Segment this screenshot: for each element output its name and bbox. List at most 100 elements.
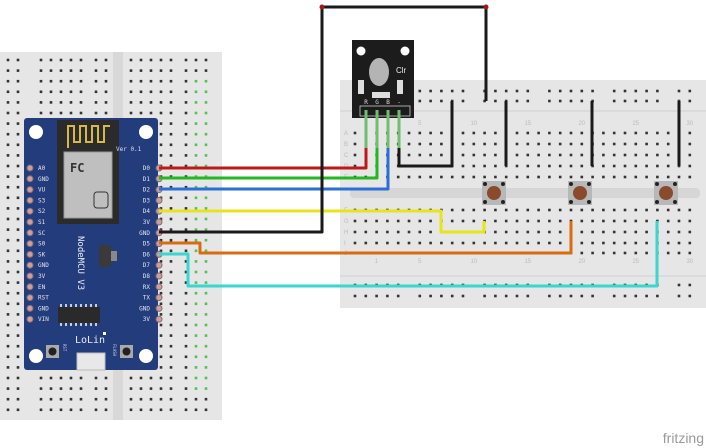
hole	[159, 291, 163, 295]
hole	[49, 58, 53, 62]
push-button-cap[interactable]	[573, 186, 587, 200]
rail-hole	[688, 294, 692, 298]
hole	[6, 228, 10, 231]
hole	[94, 90, 98, 94]
hole	[59, 376, 63, 380]
hole	[159, 249, 163, 253]
hole	[204, 132, 208, 136]
rail-hole	[515, 294, 519, 298]
hole	[204, 270, 208, 274]
hole	[580, 230, 584, 234]
chip-pin	[85, 304, 87, 307]
hole	[129, 397, 133, 401]
hole	[169, 122, 173, 125]
hole	[386, 230, 389, 234]
hole	[591, 251, 594, 255]
hole	[353, 153, 357, 157]
hole	[6, 154, 10, 157]
hole	[169, 217, 173, 221]
hole	[204, 228, 208, 231]
hole	[59, 408, 63, 412]
red-wire-d0	[159, 146, 368, 170]
chip-pin	[85, 323, 87, 326]
hole	[6, 101, 10, 104]
pin-hole	[26, 186, 34, 194]
hole	[169, 260, 173, 263]
hole	[612, 241, 616, 245]
hole	[591, 219, 594, 223]
pin-label: 3V	[143, 316, 151, 323]
hole	[194, 302, 198, 306]
hole	[6, 344, 10, 348]
hole	[129, 111, 133, 115]
hole	[461, 219, 465, 223]
rail-hole	[494, 99, 497, 103]
hole	[645, 175, 648, 179]
hole	[184, 101, 188, 104]
hole	[69, 408, 73, 412]
pin-label: GND	[139, 305, 150, 312]
pin-hole	[26, 294, 34, 302]
push-button-cap[interactable]	[659, 186, 673, 200]
hole	[548, 230, 551, 234]
hole	[16, 323, 20, 327]
rail-hole	[396, 294, 400, 298]
hole	[602, 131, 605, 135]
hole	[194, 196, 198, 200]
hole	[184, 207, 188, 210]
hole	[184, 143, 188, 147]
hole	[104, 58, 108, 62]
hole	[194, 143, 198, 147]
rail-hole	[645, 89, 648, 93]
rail-hole	[429, 99, 432, 103]
rail-hole	[569, 89, 573, 93]
hole	[450, 208, 454, 212]
hole	[184, 397, 188, 401]
hole	[645, 131, 648, 135]
pin-label: D8	[143, 273, 151, 280]
pin-hole	[26, 283, 34, 291]
hole	[548, 219, 551, 223]
rail-hole	[569, 294, 573, 298]
hole	[612, 164, 616, 168]
hole	[526, 208, 530, 212]
hole	[494, 219, 497, 223]
micro-usb-port[interactable]	[76, 352, 106, 371]
hole	[204, 164, 208, 168]
hole	[194, 313, 198, 316]
hole	[407, 131, 411, 135]
hole	[483, 131, 486, 135]
hole	[159, 366, 163, 369]
hole	[194, 281, 198, 284]
hole	[623, 251, 627, 255]
hole	[440, 131, 443, 135]
hole	[159, 260, 163, 263]
hole	[159, 397, 163, 401]
hole	[645, 241, 648, 245]
row-label: A	[344, 131, 348, 137]
hole	[159, 387, 163, 390]
rail-hole	[450, 294, 454, 298]
push-button-cap[interactable]	[487, 186, 501, 200]
hole	[569, 164, 573, 168]
chip-pin	[60, 323, 62, 326]
column-label: 5	[418, 259, 422, 265]
hole	[558, 164, 562, 168]
voltage-regulator	[99, 245, 111, 267]
hole	[16, 313, 20, 316]
rail-hole	[504, 89, 508, 93]
hole	[526, 131, 530, 135]
hole	[169, 355, 173, 359]
hole	[569, 208, 573, 212]
hole	[666, 131, 670, 135]
hole	[407, 142, 411, 146]
hole	[548, 142, 551, 146]
hole	[515, 219, 519, 223]
pin-label: EN	[38, 284, 46, 291]
hole	[6, 90, 10, 94]
hole	[418, 142, 422, 146]
hole	[194, 154, 198, 157]
pin-label: GND	[139, 230, 150, 237]
hole	[612, 219, 616, 223]
hole	[94, 408, 98, 412]
